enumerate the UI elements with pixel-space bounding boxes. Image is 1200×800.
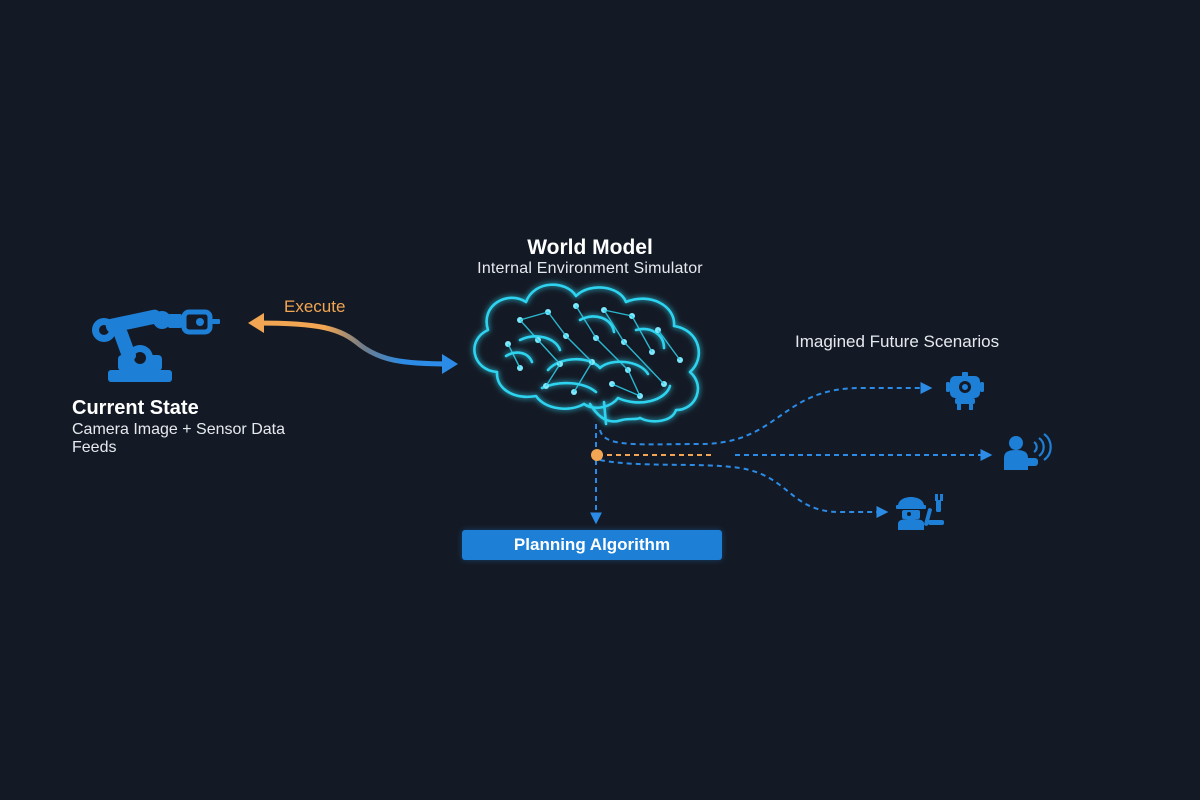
input-arrow-head bbox=[442, 354, 458, 374]
robot-head-icon bbox=[946, 372, 984, 410]
person-signal-icon bbox=[1004, 433, 1052, 470]
planning-algorithm-label: Planning Algorithm bbox=[513, 535, 671, 554]
robot-arm-icon bbox=[92, 309, 220, 382]
scenarios-label: Imagined Future Scenarios bbox=[795, 332, 1000, 351]
execute-label: Execute bbox=[284, 297, 346, 316]
execute-arrow-head bbox=[248, 313, 264, 333]
world-model-subtitle: Internal Environment Simulator bbox=[477, 260, 703, 277]
planning-algorithm-box: Planning Algorithm bbox=[462, 530, 722, 560]
branch-node bbox=[591, 449, 603, 461]
robot-worker-icon bbox=[896, 494, 944, 530]
execute-arrow bbox=[253, 320, 455, 367]
world-model-title: World Model bbox=[527, 236, 653, 259]
current-state-title: Current State bbox=[72, 397, 199, 419]
brain-connectors bbox=[590, 382, 993, 525]
current-state-description: Camera Image + Sensor Data Feeds bbox=[72, 421, 285, 456]
brain-links bbox=[507, 305, 681, 397]
neural-brain-icon bbox=[473, 283, 701, 426]
